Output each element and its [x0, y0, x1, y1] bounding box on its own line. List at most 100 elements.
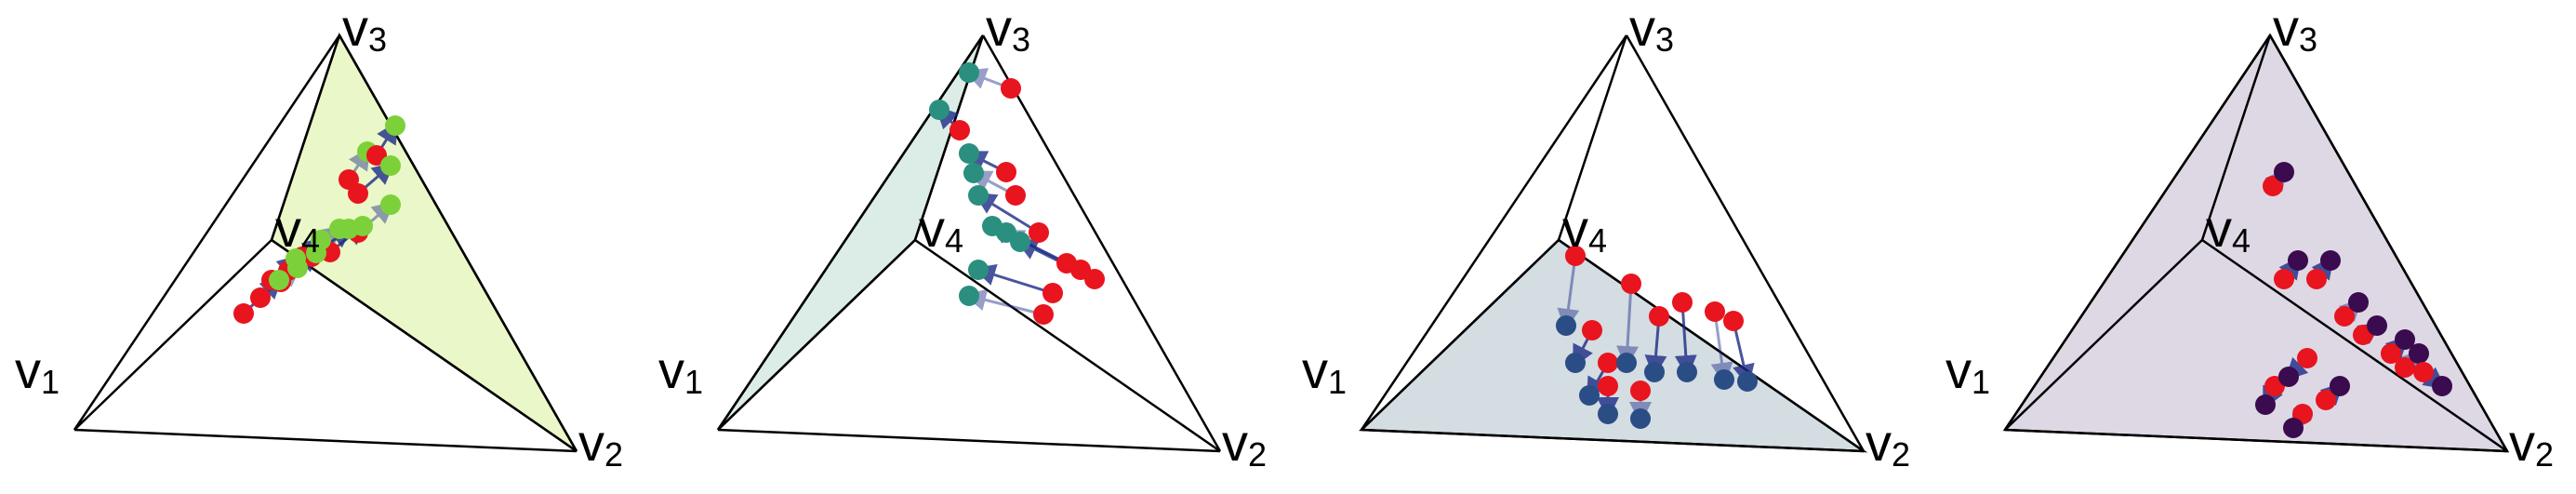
points: [233, 115, 405, 324]
panel-1: v3 v4 v1 v2: [0, 0, 644, 494]
projected-point: [1556, 315, 1576, 336]
panel-3: v3 v4 v1 v2: [1287, 0, 1931, 494]
vertex-label-v2: v2: [1866, 413, 1911, 474]
source-point: [1672, 292, 1693, 313]
vertex-label-v4: v4: [919, 199, 964, 260]
source-point: [2413, 362, 2434, 382]
edges: [2003, 34, 2509, 453]
vertex-label-v2: v2: [578, 413, 624, 474]
projected-point: [2283, 418, 2304, 438]
source-point: [1042, 283, 1063, 303]
source-point: [348, 183, 368, 204]
projected-point: [1598, 404, 1618, 424]
projected-point: [1714, 369, 1734, 390]
highlighted-face: [2002, 33, 2510, 453]
projected-point: [380, 194, 401, 215]
projected-point: [1010, 232, 1030, 252]
arrow: [963, 288, 1044, 316]
vertex-label-v4: v4: [275, 199, 321, 260]
source-point: [1005, 185, 1026, 206]
vertex-label-v3: v3: [986, 0, 1031, 59]
source-point: [1084, 269, 1105, 289]
arrow: [973, 192, 1040, 234]
vertex-label-v2: v2: [1222, 413, 1268, 474]
source-point: [2274, 269, 2294, 289]
source-point: [1582, 320, 1602, 340]
arrow: [1674, 301, 1697, 378]
source-point: [2316, 390, 2336, 410]
arrow: [1616, 283, 1640, 368]
projected-point: [1630, 408, 1651, 429]
projected-point: [269, 270, 289, 290]
projected-point: [2348, 292, 2369, 313]
arrow: [1732, 320, 1755, 387]
source-point: [1565, 246, 1586, 266]
source-point: [1723, 311, 1744, 331]
projected-point: [2409, 343, 2429, 364]
source-point: [2306, 269, 2327, 289]
source-point: [1598, 353, 1618, 373]
vertex-label-v1: v1: [1302, 340, 1348, 401]
projected-point: [306, 243, 326, 263]
projected-point: [959, 143, 979, 164]
projected-point: [1737, 371, 1758, 392]
points: [2255, 162, 2452, 438]
projected-point: [1565, 353, 1586, 373]
projected-point: [963, 163, 984, 183]
vertex-label-v3: v3: [342, 0, 388, 59]
vertex-label-v1: v1: [1945, 340, 1991, 401]
projected-point: [2274, 162, 2294, 182]
projected-point: [2320, 250, 2341, 271]
arrow: [1710, 311, 1733, 385]
source-point: [1630, 381, 1651, 401]
source-point: [1001, 78, 1021, 99]
source-point: [2395, 357, 2415, 378]
source-point: [996, 162, 1016, 182]
points: [1556, 246, 1758, 429]
source-point: [1598, 376, 1618, 396]
panel-2: v3 v4 v1 v2: [644, 0, 1287, 494]
projected-point: [329, 219, 350, 239]
source-point: [2334, 306, 2355, 327]
projected-point: [2367, 315, 2387, 336]
vertex-label-v3: v3: [1629, 0, 1675, 59]
tetrahedron-diagram-3: [1359, 34, 1868, 453]
projected-point: [1616, 353, 1637, 373]
projected-point: [968, 185, 989, 206]
projected-point: [285, 248, 306, 269]
projected-point: [2432, 376, 2452, 396]
projected-point: [385, 115, 405, 136]
projected-point: [1677, 362, 1697, 382]
source-point: [1029, 222, 1049, 243]
source-point: [250, 287, 271, 308]
vertex-label-v4: v4: [2206, 199, 2251, 260]
vertex-label-v3: v3: [2273, 0, 2318, 59]
arrow: [1557, 255, 1580, 331]
source-point: [2381, 343, 2401, 364]
projected-point: [2330, 376, 2350, 396]
vertex-label-v2: v2: [2509, 413, 2555, 474]
projected-point: [1579, 385, 1600, 406]
source-point: [2297, 348, 2317, 368]
projected-point: [2278, 367, 2299, 387]
source-point: [949, 120, 970, 140]
vertex-label-v1: v1: [658, 340, 704, 401]
source-point: [1705, 301, 1725, 322]
source-point: [2263, 176, 2283, 196]
edges: [73, 34, 578, 453]
vertex-label-v1: v1: [15, 340, 60, 401]
points: [929, 62, 1105, 325]
projected-point: [2288, 250, 2308, 271]
projected-point: [929, 100, 949, 120]
edges: [1360, 34, 1866, 453]
source-point: [1033, 304, 1054, 325]
vertex-label-v4: v4: [1562, 199, 1608, 260]
tetrahedron-diagram-2: [716, 34, 1222, 453]
tetrahedron-diagram-4: [2002, 33, 2510, 453]
source-point: [1621, 274, 1641, 294]
edges: [716, 34, 1222, 453]
arrow: [973, 263, 1054, 295]
projected-point: [380, 155, 401, 176]
projected-point: [2255, 394, 2276, 415]
projected-point: [959, 286, 979, 306]
